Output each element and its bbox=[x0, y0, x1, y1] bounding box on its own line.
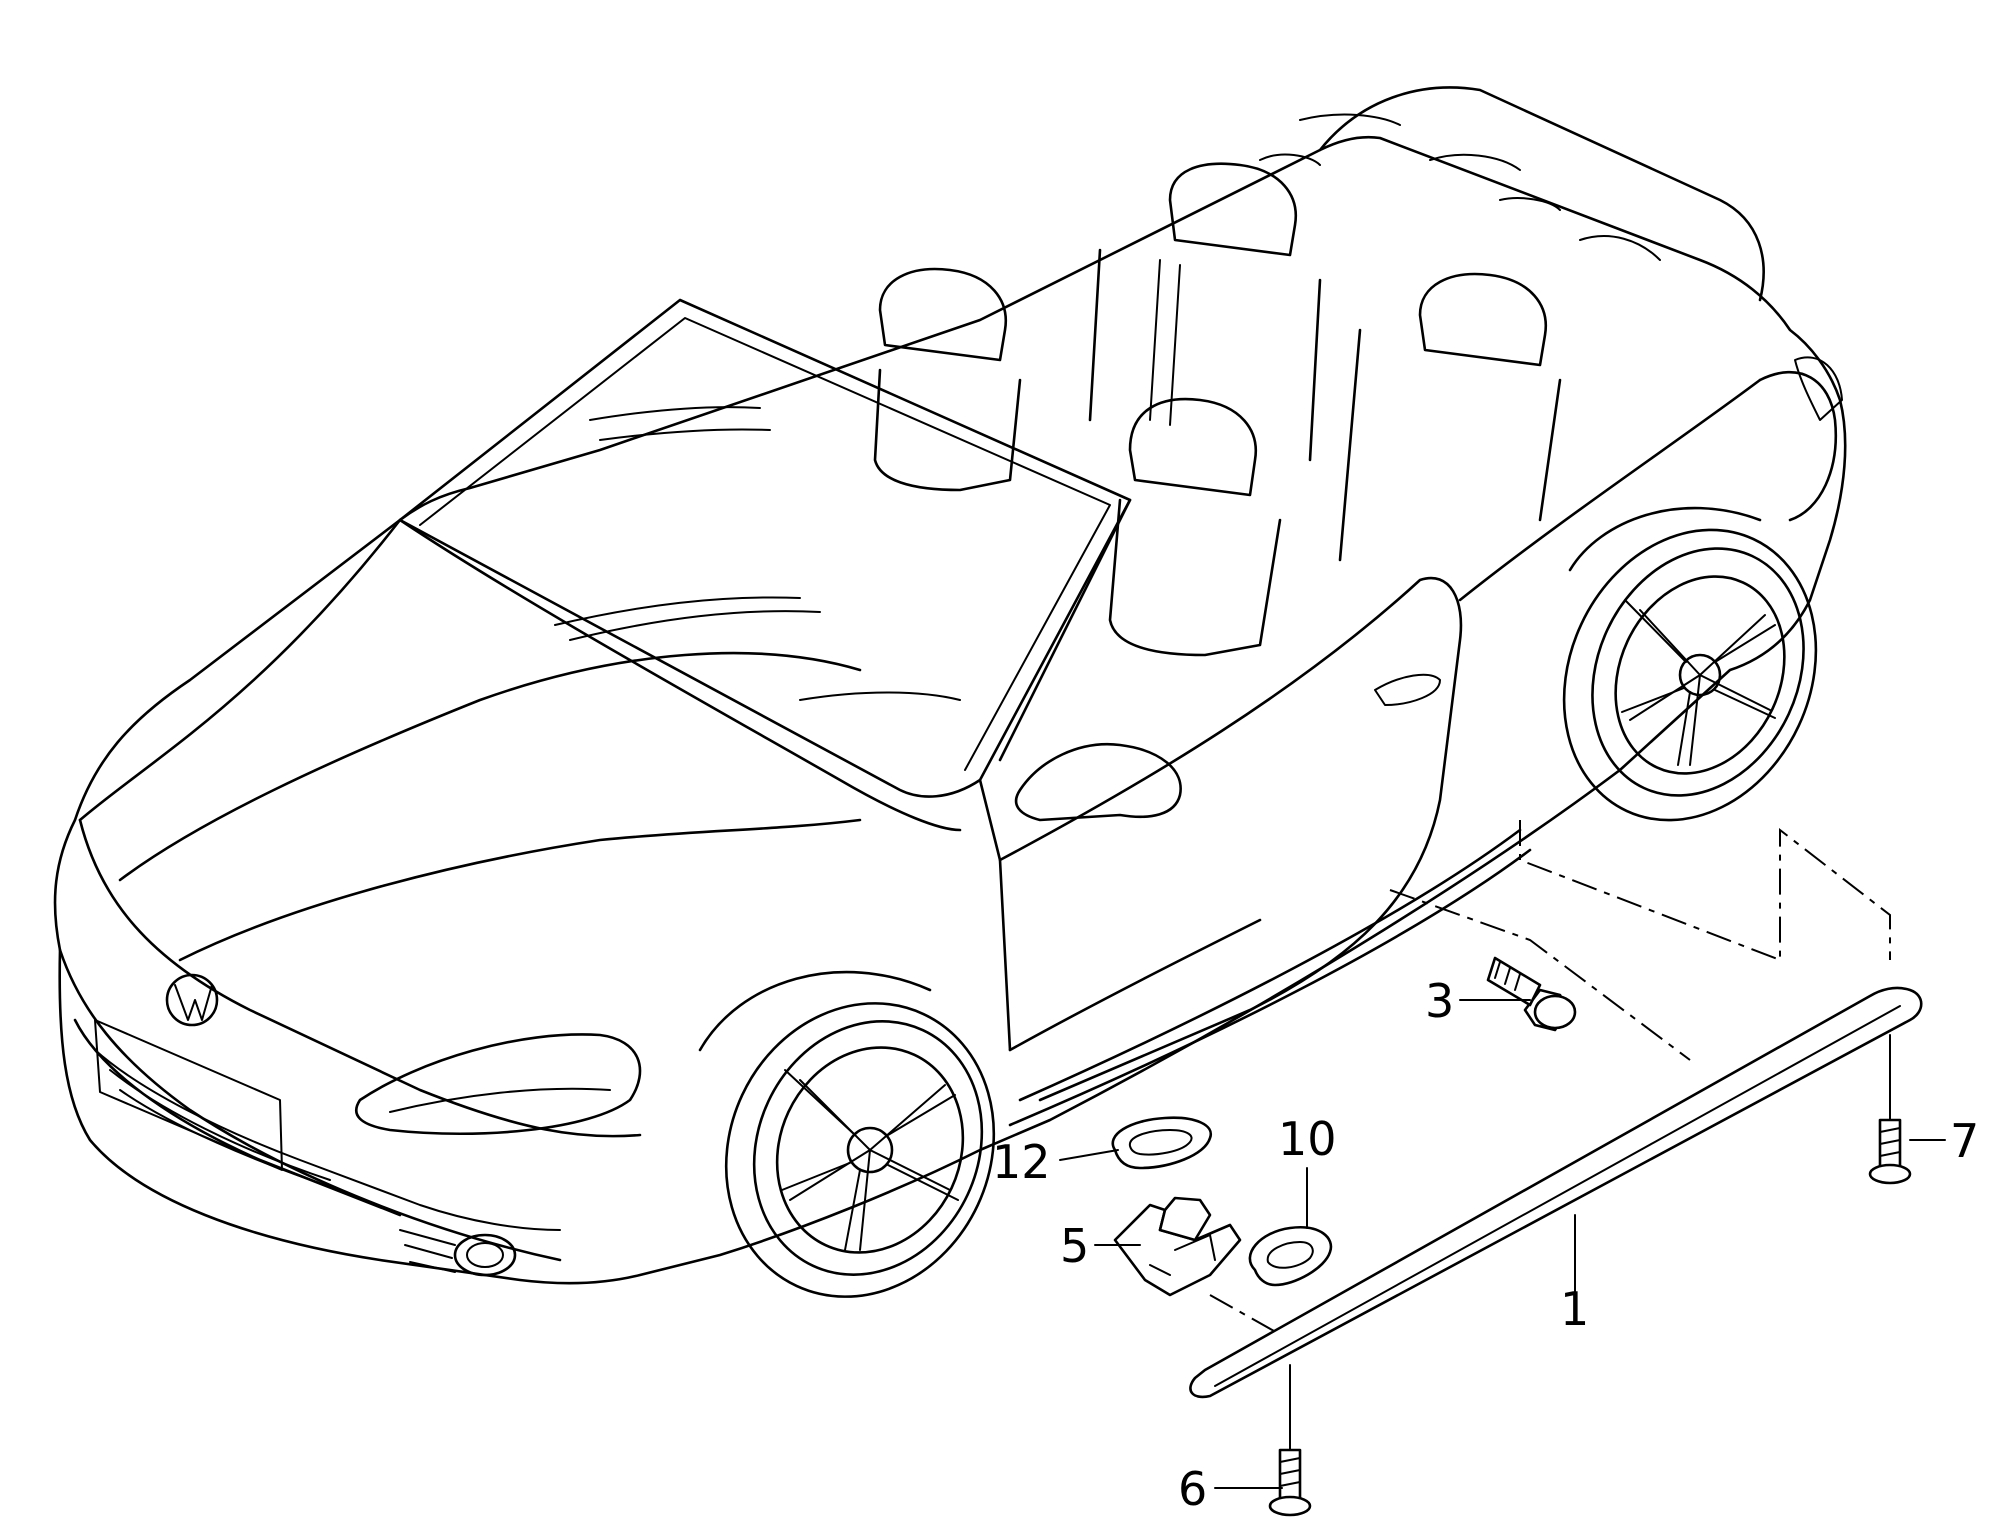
front-wheel bbox=[698, 970, 996, 1298]
car-convertible-illustration bbox=[53, 86, 1847, 1298]
tonneau-cover bbox=[1318, 86, 1765, 302]
callout-12: 12 bbox=[992, 1135, 1051, 1189]
car-body-outline bbox=[53, 135, 1847, 1285]
part-7-screw bbox=[1868, 1118, 1912, 1185]
front-door bbox=[998, 576, 1463, 1102]
part-6-screw bbox=[1268, 1448, 1312, 1517]
seats bbox=[873, 162, 1562, 657]
callout-1: 1 bbox=[1560, 1282, 1589, 1336]
rear-wheel bbox=[1562, 506, 1818, 822]
part-12-grommet bbox=[1111, 1116, 1213, 1170]
part-1-sill-trim-strip bbox=[1189, 986, 1923, 1399]
assembly-leader-lines bbox=[1209, 820, 1891, 1341]
license-plate bbox=[94, 1019, 283, 1171]
side-mirror bbox=[1014, 742, 1182, 822]
callout-7: 7 bbox=[1950, 1114, 1979, 1168]
part-5-mounting-bracket bbox=[1113, 1196, 1242, 1297]
callout-5: 5 bbox=[1060, 1219, 1089, 1273]
callout-6: 6 bbox=[1178, 1462, 1207, 1516]
fog-light bbox=[453, 1233, 517, 1277]
callout-10: 10 bbox=[1278, 1112, 1337, 1166]
hood bbox=[78, 518, 402, 822]
vw-emblem bbox=[165, 973, 219, 1027]
door-handle bbox=[1374, 673, 1441, 706]
headlight bbox=[354, 1033, 642, 1136]
part-10-grommet bbox=[1248, 1226, 1333, 1287]
windshield-frame bbox=[398, 298, 1132, 798]
callout-leaders bbox=[1059, 999, 1946, 1489]
part-3-clip-screw bbox=[1486, 956, 1577, 1032]
tail-light bbox=[1794, 356, 1843, 421]
callout-3: 3 bbox=[1425, 974, 1454, 1028]
